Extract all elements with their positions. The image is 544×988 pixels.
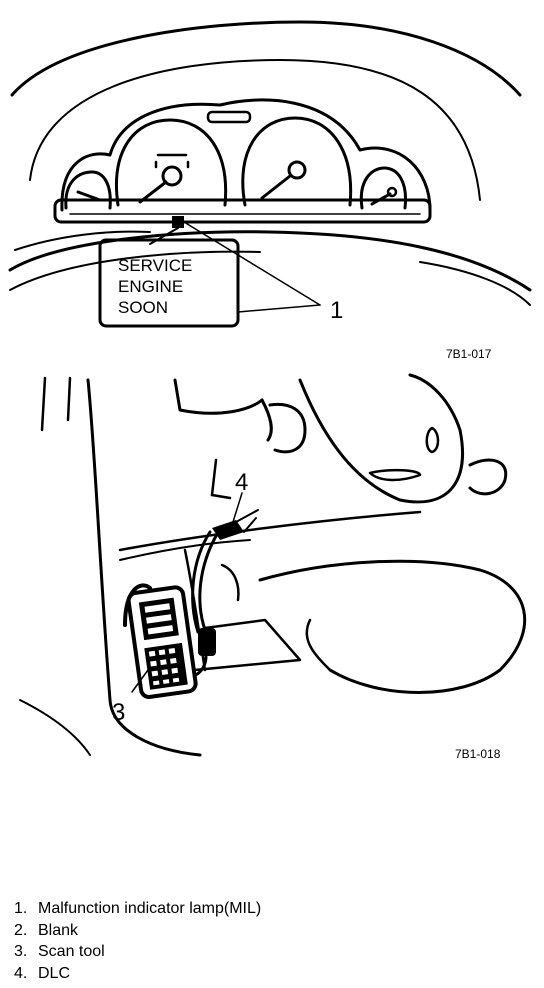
callout-number-1: 1 — [330, 297, 343, 324]
callout-service: SERVICE — [118, 256, 192, 275]
legend-list: 1. Malfunction indicator lamp(MIL) 2. Blan… — [14, 898, 261, 984]
callout-number-3: 3 — [112, 699, 125, 726]
legend-item: 4. DLC — [14, 963, 261, 985]
legend-item: 2. Blank — [14, 920, 261, 942]
callout-number-4: 4 — [235, 469, 248, 496]
legend-number: 1. — [14, 900, 28, 917]
legend-item: 1. Malfunction indicator lamp(MIL) — [14, 898, 261, 920]
legend-item: 3. Scan tool — [14, 941, 261, 963]
instrument-cluster-figure: SERVICE ENGINE SOON 1 7B1-017 — [0, 0, 544, 370]
legend-number: 3. — [14, 943, 28, 960]
callout-soon: SOON — [118, 298, 168, 317]
legend-text: Blank — [38, 921, 79, 939]
legend-text: DLC — [38, 964, 71, 982]
scan-tool-connection-drawing: 4 3 7B1-018 — [19, 373, 527, 761]
legend-number: 2. — [14, 921, 28, 939]
legend-number: 4. — [14, 964, 28, 982]
scan-tool-connection-figure: 4 3 7B1-018 — [0, 370, 544, 770]
callout-engine: ENGINE — [118, 277, 183, 296]
figure2-code: 7B1-018 — [455, 747, 501, 761]
figure1-code: 7B1-017 — [446, 347, 492, 361]
legend-text: Malfunction indicator lamp(MIL) — [38, 900, 262, 917]
legend-text: Scan tool — [38, 943, 105, 960]
instrument-cluster-drawing: SERVICE ENGINE SOON 1 7B1-017 — [8, 20, 532, 361]
